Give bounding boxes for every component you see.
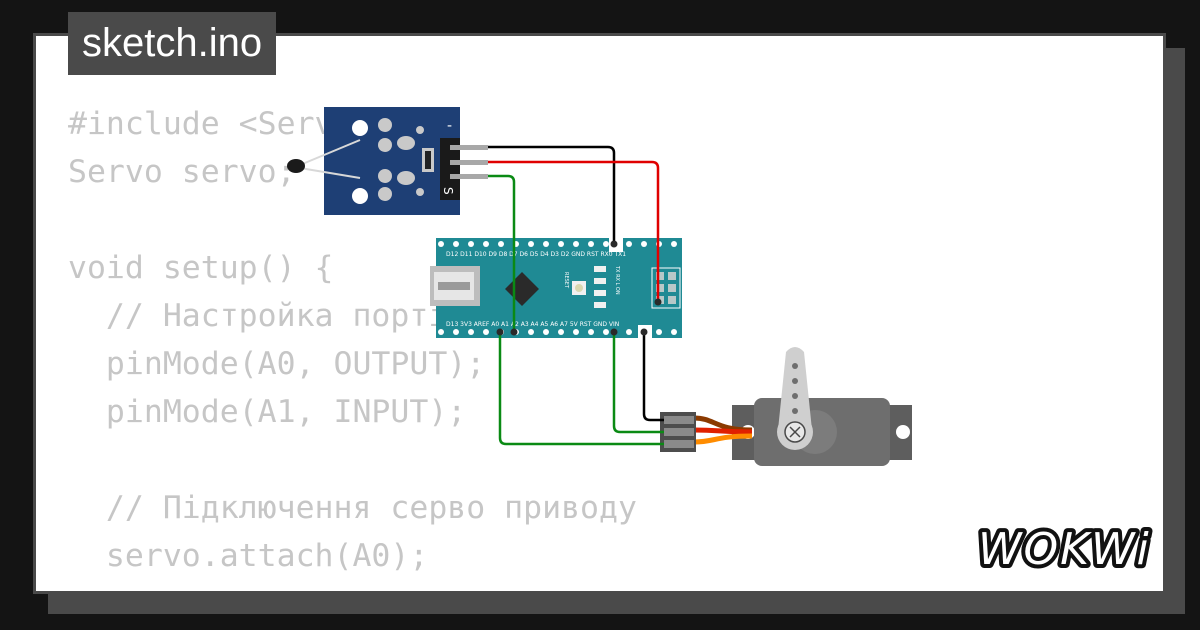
wokwi-logo: WOKWi WOKWi [978, 524, 1153, 576]
code-line: Servo servo; [68, 154, 296, 190]
code-line: servo.attach(A0); [68, 538, 429, 574]
file-tab[interactable]: sketch.ino [68, 12, 277, 75]
logo-text: WOKWi [978, 524, 1151, 575]
code-snippet: #include <Servo.h>Servo servo;void setup… [68, 100, 637, 580]
servo-motor[interactable] [660, 347, 912, 466]
code-line: void setup() { [68, 250, 334, 286]
wires [488, 145, 664, 446]
wire-black-servo-ground[interactable] [642, 332, 664, 422]
bottom-pin-labels: D13 3V3 AREF A0 A1 A2 A3 A4 A5 A6 A7 5V … [446, 321, 619, 328]
sensor-pin-label: S [441, 187, 455, 195]
wire-green-sensor[interactable] [488, 174, 516, 332]
wire-red-sensor[interactable] [488, 160, 660, 302]
sensor-pin-label: - [447, 118, 452, 134]
led-labels: TX RX L ON [614, 265, 620, 295]
code-line: // Підключення серво приводу [68, 490, 637, 526]
arduino-nano[interactable]: D12 D11 D10 D9 D8 D7 D6 D5 D4 D3 D2 GND … [430, 238, 682, 338]
wire-black-sensor[interactable] [488, 145, 616, 244]
code-line: pinMode(A0, OUTPUT); [68, 346, 486, 382]
reset-label: RESET [563, 272, 569, 289]
temperature-sensor-module[interactable]: - S [287, 107, 488, 215]
wire-green-servo-signal[interactable] [498, 332, 664, 446]
top-pin-labels: D12 D11 D10 D9 D8 D7 D6 D5 D4 D3 D2 GND … [446, 251, 626, 258]
logo-text-outline: WOKWi [978, 524, 1151, 575]
wire-green-servo-power[interactable] [612, 332, 664, 434]
code-line: pinMode(A1, INPUT); [68, 394, 467, 430]
